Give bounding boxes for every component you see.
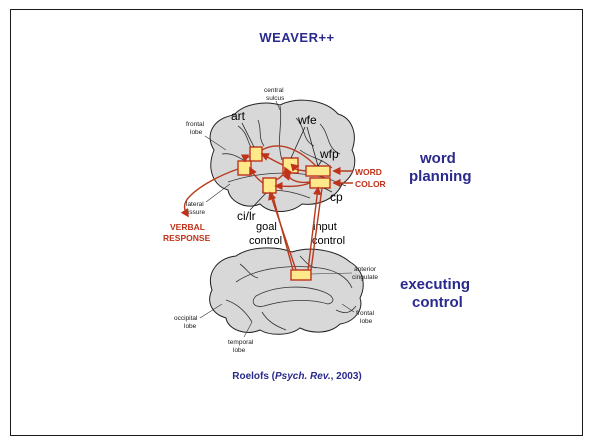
executing-control-label-1: executing xyxy=(400,276,470,293)
temporal-lobe-leader xyxy=(243,321,253,338)
conn-cp-cilr xyxy=(274,181,311,191)
goal-control-label-1: goal xyxy=(256,221,277,233)
executing-control-label-2: control xyxy=(412,294,463,311)
cingulate-sulcus xyxy=(235,266,353,289)
input-feedback-line xyxy=(310,187,323,271)
gyrus-fold-6 xyxy=(257,119,265,147)
wfp-pointer xyxy=(317,159,323,167)
lower-fold-2 xyxy=(261,311,287,331)
input-control-label-2: control xyxy=(312,235,345,247)
conn-verbal-response xyxy=(180,168,239,218)
central-sulcus xyxy=(279,105,283,161)
control-connections xyxy=(268,186,323,271)
lower-frontal-lobe-label-1: frontal xyxy=(356,310,375,317)
art-pointer xyxy=(241,122,255,148)
wfe-pointer-2 xyxy=(306,126,319,167)
node-art-box xyxy=(249,146,263,162)
citation-journal: Psych. Rev. xyxy=(275,371,331,382)
anterior-cingulate-leader xyxy=(310,272,353,275)
central-sulcus-leader xyxy=(275,100,281,111)
gyrus-fold-4 xyxy=(319,123,341,155)
conn-cilr-out xyxy=(249,166,264,184)
central-sulcus-label-2: sulcus xyxy=(266,95,285,102)
node-cp-box xyxy=(309,177,331,189)
cp-pointer xyxy=(323,187,333,193)
lower-fold-5 xyxy=(335,305,357,314)
conn-cilr-wfe xyxy=(275,166,292,181)
corpus-callosum xyxy=(252,286,334,307)
upper-connections xyxy=(180,145,317,218)
temporal-lobe-label-2: lobe xyxy=(233,347,246,354)
conn-art-wfp-arc xyxy=(261,145,317,167)
node-output-box xyxy=(237,160,252,176)
anterior-cingulate-node xyxy=(290,269,312,281)
word-input-label: WORD xyxy=(355,167,382,177)
conn-wfp-wfe xyxy=(290,163,307,172)
citation: Roelofs (Psych. Rev., 2003) xyxy=(0,371,594,382)
frontal-lobe-leader xyxy=(204,135,227,151)
word-planning-label-1: word xyxy=(419,150,456,167)
goal-feedback-line xyxy=(271,192,294,271)
lateral-fissure-label-2: fissure xyxy=(186,209,206,216)
lower-frontal-lobe-leader xyxy=(341,303,355,313)
lower-brain-outline xyxy=(209,247,364,335)
input-control-label-1: input xyxy=(313,221,337,233)
color-input-label: COLOR xyxy=(355,179,386,189)
node-wfp-label: wfp xyxy=(319,147,339,161)
central-sulcus-label-1: central xyxy=(264,87,284,94)
verbal-response-label-2: RESPONSE xyxy=(163,233,211,243)
lateral-fissure-leader xyxy=(205,183,231,203)
slide-title: WEAVER++ xyxy=(259,30,335,45)
citation-prefix: Roelofs ( xyxy=(232,371,276,382)
conn-wfe-art xyxy=(260,153,284,166)
occipital-lobe-leader xyxy=(199,303,223,319)
word-planning-label-2: planning xyxy=(409,168,472,185)
node-wfp-box xyxy=(305,165,331,177)
temporal-lobe-label-1: temporal xyxy=(228,339,254,346)
anterior-cingulate-label-1: anterior xyxy=(354,266,377,273)
node-cp-label: cp xyxy=(330,190,343,204)
citation-suffix: , 2003) xyxy=(330,371,362,382)
occipital-lobe-label-1: occipital xyxy=(174,315,198,322)
frontal-lobe-label-2: lobe xyxy=(190,129,203,136)
wfe-pointer-1 xyxy=(290,126,306,159)
node-cilr-label: ci/lr xyxy=(237,209,256,223)
lower-fold-3 xyxy=(239,263,259,279)
verbal-response-label-1: VERBAL xyxy=(170,222,205,232)
conn-art-out xyxy=(240,154,251,163)
slide-frame xyxy=(10,9,583,436)
node-wfe-label: wfe xyxy=(297,113,317,127)
occipital-lobe-label-2: lobe xyxy=(184,323,197,330)
lower-frontal-lobe-label-2: lobe xyxy=(360,318,373,325)
anterior-cingulate-label-2: cingulate xyxy=(352,274,378,281)
lower-brain xyxy=(209,247,364,335)
gyrus-fold-3 xyxy=(295,117,315,147)
goal-control-label-2: control xyxy=(249,235,282,247)
input-control-line xyxy=(307,186,322,271)
cilr-pointer xyxy=(249,192,267,211)
frontal-lobe-label-1: frontal xyxy=(186,121,205,128)
node-cilr-box xyxy=(262,177,277,194)
lateral-fissure-label-1: lateral xyxy=(186,201,204,208)
node-art-label: art xyxy=(231,109,246,123)
lower-fold-1 xyxy=(225,299,253,323)
lower-fold-4 xyxy=(299,255,317,269)
